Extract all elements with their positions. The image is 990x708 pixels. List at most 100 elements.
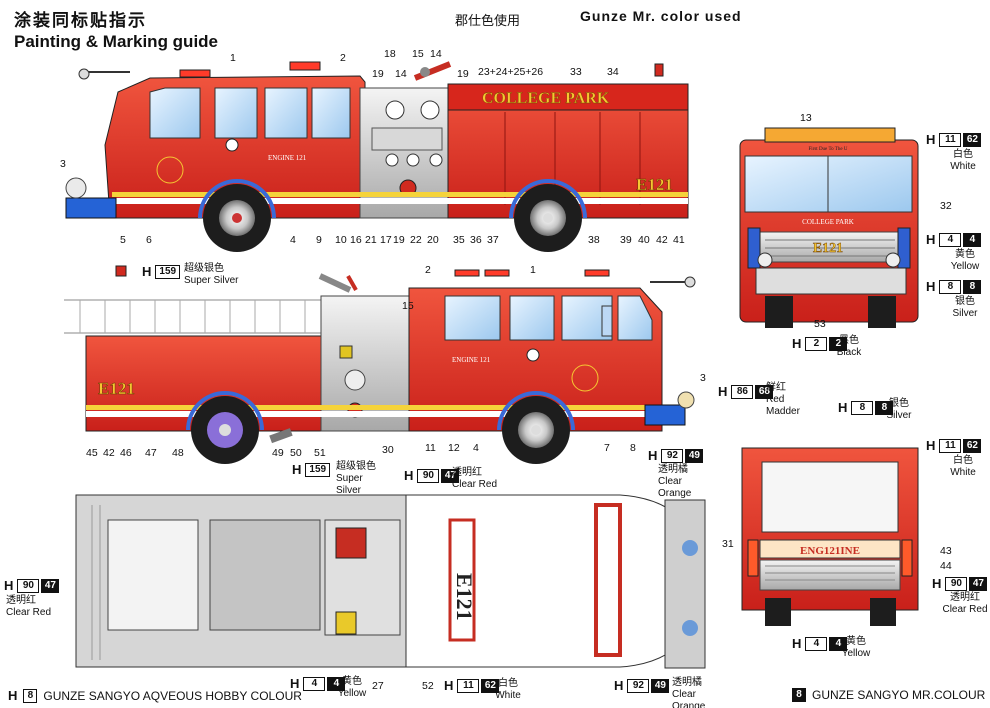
gunze-chinese-label: 郡仕色使用 — [455, 13, 521, 28]
footer-left-page: 8 — [23, 688, 38, 703]
callout-18: 18 — [384, 48, 396, 60]
callout-11: 11 — [425, 442, 436, 454]
body-banner-text: COLLEGE PARK — [482, 90, 610, 107]
callout-2b: 2 — [425, 264, 431, 276]
callout-21: 21 — [365, 234, 377, 246]
callout-37: 37 — [487, 234, 499, 246]
side-view-left-facing: COLLEGE PARK ENGINE 121 E121 — [65, 61, 689, 252]
engine-label-bottom: ENGINE 121 — [452, 356, 491, 364]
footer-left-text: GUNZE SANGYO AQVEOUS HOBBY COLOUR — [43, 688, 302, 703]
callout-46: 46 — [120, 447, 132, 459]
callout-53: 53 — [814, 318, 826, 330]
front-unit-number: E121 — [813, 241, 843, 256]
callout-19a: 19 — [372, 68, 384, 80]
top-view: E121 — [75, 494, 706, 669]
callout-40: 40 — [638, 234, 650, 246]
callout-36: 36 — [470, 234, 482, 246]
callout-51: 51 — [314, 447, 326, 459]
callout-12: 12 — [448, 442, 460, 454]
callout-50: 50 — [290, 447, 302, 459]
callout-22: 22 — [410, 234, 422, 246]
callout-52: 52 — [422, 680, 434, 692]
callout-38: 38 — [588, 234, 600, 246]
callout-30: 30 — [382, 444, 394, 456]
footer-right-page: 8 — [792, 688, 806, 702]
callout-47: 47 — [145, 447, 157, 459]
callout-44: 44 — [940, 560, 952, 572]
callout-7: 7 — [604, 442, 610, 454]
title-chinese: 涂装同标贴指示 — [14, 11, 147, 30]
title-english: Painting & Marking guide — [14, 32, 219, 51]
callout-6: 6 — [146, 234, 152, 246]
callout-8: 8 — [630, 442, 636, 454]
rear-plate: ENG121INE — [800, 545, 860, 557]
callout-9: 9 — [316, 234, 322, 246]
callout-42b: 42 — [103, 447, 115, 459]
callout-5: 5 — [120, 234, 126, 246]
callout-39: 39 — [620, 234, 632, 246]
callout-45: 45 — [86, 447, 98, 459]
callout-31: 31 — [722, 538, 734, 550]
callout-3b: 3 — [700, 372, 706, 384]
callout-41: 41 — [673, 234, 685, 246]
unit-number-bottom: E121 — [98, 379, 135, 398]
callout-16: 16 — [350, 234, 362, 246]
callout-19b: 19 — [457, 68, 469, 80]
callout-1b: 1 — [530, 264, 536, 276]
footer-right: 8 GUNZE SANGYO MR.COLOUR — [792, 688, 985, 702]
callout-20: 20 — [427, 234, 439, 246]
callout-23-26: 23+24+25+26 — [478, 66, 544, 78]
unit-number-top: E121 — [636, 175, 673, 194]
callout-15: 15 — [412, 48, 424, 60]
callout-4a: 4 — [290, 234, 296, 246]
roof-unit-number: E121 — [452, 573, 477, 621]
callout-42a: 42 — [656, 234, 668, 246]
callout-4b: 4 — [473, 442, 479, 454]
gunze-english-label: Gunze Mr. color used — [580, 8, 742, 24]
callout-3a: 3 — [60, 158, 66, 170]
front-banner: COLLEGE PARK — [802, 218, 854, 226]
callout-19c: 19 — [393, 234, 405, 246]
callout-43: 43 — [940, 545, 952, 557]
callout-35: 35 — [453, 234, 465, 246]
callout-49: 49 — [272, 447, 284, 459]
front-view: E121 COLLEGE PARK First Due To The U — [739, 127, 919, 328]
callout-27: 27 — [372, 680, 384, 692]
callout-2: 2 — [340, 52, 346, 64]
callout-14a: 14 — [430, 48, 442, 60]
callout-13: 13 — [800, 112, 812, 124]
callout-15b: 15 — [402, 300, 414, 312]
